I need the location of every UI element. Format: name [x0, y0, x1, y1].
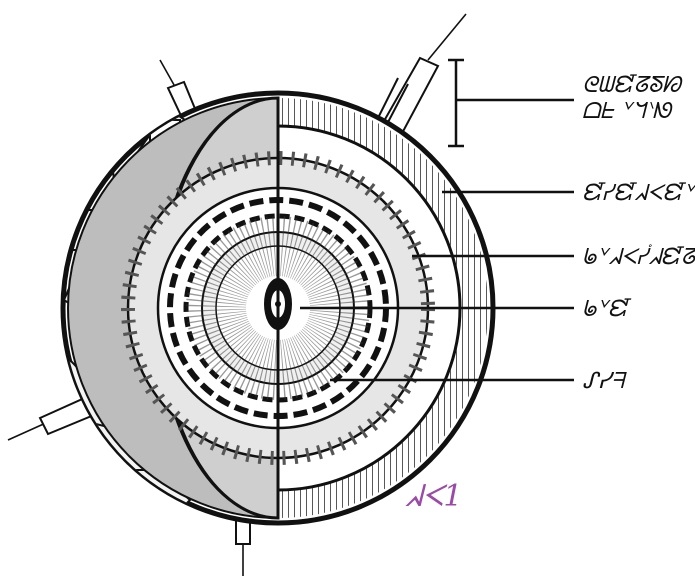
artist-signature: ᖽᐸ1 — [404, 479, 462, 514]
label-inner: ᔑᓯᖷ — [582, 369, 627, 394]
label-towers-line2: ᗝᖶ ᘁᖻᐠᘚ — [582, 99, 673, 124]
label-crust: ᘿᓯᘿᖽᐸᘿᘁᘚ — [582, 181, 695, 206]
label-towers-line1: ᘓᗯᘿᘔᘕᘗ — [582, 73, 683, 98]
label-mantle: ᖚᘁᖽᐸᓮᖽᘿᘔ — [582, 244, 695, 270]
label-core: ᖚᘁᘿ — [582, 297, 632, 322]
tower-bracket — [448, 60, 464, 146]
